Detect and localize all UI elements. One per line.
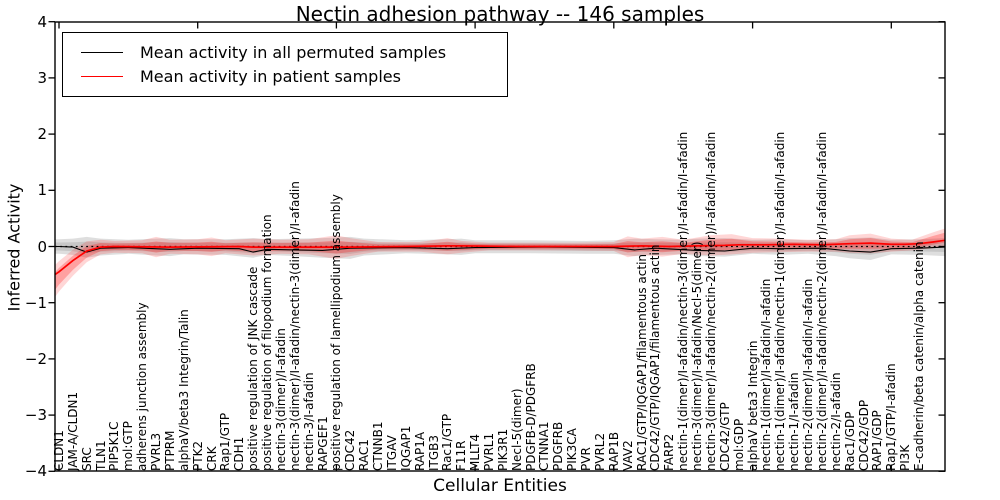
page-title: Nectin adhesion pathway -- 146 samples — [295, 2, 705, 26]
entity-label: VAV2 — [620, 439, 635, 471]
entity-label: PIK3R1 — [495, 428, 510, 471]
entity-label: ITGB3 — [426, 434, 441, 471]
patient-mean-line — [55, 239, 945, 276]
entity-label: RAP1/GDP — [870, 409, 885, 471]
entity-label: nectin-3/I-afadin — [301, 371, 316, 471]
y-tick-label: −3 — [24, 406, 47, 425]
y-tick-label: 1 — [37, 181, 47, 200]
entity-label: PVRL2 — [592, 432, 607, 471]
entity-label: nectin-1(dimer)/I-afadin/nectin-1(dimer)… — [773, 131, 788, 471]
entity-label: PVRL1 — [482, 432, 496, 471]
entity-label: ITGAV — [384, 434, 399, 471]
entity-label: nectin-3(dimer)/I-afadin — [273, 327, 288, 471]
entity-label: PTK2 — [190, 440, 205, 471]
mean-lines — [55, 239, 945, 276]
entity-label: Necl-5(dimer) — [509, 387, 524, 471]
entity-label: TLN1 — [93, 439, 108, 471]
entity-label: adherens junction assembly — [135, 301, 150, 471]
entity-label: CRK — [204, 445, 219, 471]
entity-label: PDGFRB — [551, 421, 566, 471]
entity-label: nectin-3(dimer)/I-afadin/nectin-3(dimer)… — [287, 180, 302, 471]
legend-label: Mean activity in patient samples — [140, 67, 401, 86]
legend-item-permuted: Mean activity in all permuted samples — [81, 43, 507, 62]
entity-label: PI3K — [898, 444, 913, 471]
y-tick-label: −4 — [24, 462, 47, 481]
entity-label: RAP1B — [606, 431, 621, 471]
entity-label: PTPRM — [162, 430, 177, 471]
permuted-std-band — [55, 236, 945, 260]
axes — [48, 21, 946, 472]
entity-label: Rap1/GTP/I-afadin — [884, 362, 899, 471]
entity-label: PVR — [579, 446, 594, 471]
permuted-mean-line — [55, 245, 945, 253]
entity-label: mol:GDP — [731, 418, 746, 471]
y-tick-label: −2 — [24, 349, 47, 368]
entity-label: mol:GTP — [121, 420, 136, 471]
entity-label: F11R — [454, 439, 469, 471]
entity-label: nectin-2(dimer)/I-afadin/nectin-2(dimer)… — [814, 131, 829, 471]
entity-label: PIP5K1C — [107, 420, 122, 471]
entity-label: nectin-1(dimer)/I-afadin/I-afadin — [759, 278, 774, 471]
entity-label: RAC1/GTP/IQGAP1/filamentous actin — [634, 253, 649, 471]
entity-label: RAC1 — [357, 438, 372, 471]
entity-label: PIK3CA — [565, 427, 580, 471]
y-tick-label: −1 — [24, 293, 47, 312]
entity-label: RAP1A — [412, 431, 427, 471]
entity-label: CDC42/GTP/IQGAP1/filamentous actin — [648, 244, 663, 471]
entity-label: CLDN1 — [52, 429, 66, 471]
entity-label: RAPGEF1 — [315, 415, 330, 471]
entity-label: positive regulation of filopodium format… — [260, 213, 275, 471]
entity-label: alphaV beta3 Integrin — [745, 339, 760, 471]
entity-label: FARP2 — [662, 433, 677, 471]
y-tick-label: 0 — [37, 237, 47, 256]
entity-label: nectin-2/I-afadin — [828, 371, 843, 471]
legend: Mean activity in all permuted samples Me… — [62, 32, 508, 97]
entity-label: positive regulation of lamellipodium ass… — [329, 193, 344, 471]
legend-line-permuted-icon — [81, 52, 123, 53]
entity-label: PDGFB-D/PDGFRB — [523, 362, 538, 471]
entity-label: nectin-3(dimer)/I-afadin/Necl-5(dimer) — [690, 240, 705, 471]
entity-label: CTNNA1 — [537, 420, 552, 471]
entity-label: alphaV/beta3 Integrin/Talin — [176, 308, 191, 471]
entity-label: MLLT4 — [468, 433, 483, 471]
y-tick-label: 2 — [37, 125, 47, 144]
entity-label: E-cadherin/beta catenin/alpha catenin — [912, 240, 926, 471]
entity-label: CDC42 — [343, 429, 358, 471]
y-tick-label: 3 — [37, 68, 47, 87]
y-tick-label: 4 — [37, 12, 47, 31]
entity-label: nectin-3(dimer)/I-afadin/nectin-2(dimer)… — [703, 131, 718, 471]
entity-label: nectin-2(dimer)/I-afadin/I-afadin — [801, 278, 816, 471]
entity-label: CTNNB1 — [371, 420, 386, 471]
entity-label: SRC — [79, 446, 94, 471]
entity-label: Rac1/GDP — [842, 411, 857, 471]
entity-label: positive regulation of JNK cascade — [246, 266, 261, 471]
entity-label: IQGAP1 — [398, 425, 413, 471]
legend-item-patient: Mean activity in patient samples — [81, 67, 507, 86]
entity-label: Rap1/GTP — [218, 412, 233, 471]
entity-label: Rac1/GTP — [440, 413, 455, 471]
entity-label: CDC42/GDP — [856, 399, 871, 471]
legend-label: Mean activity in all permuted samples — [140, 43, 447, 62]
entity-label: nectin-1(dimer)/I-afadin/nectin-3(dimer)… — [676, 131, 691, 471]
entity-label: CDC42/GTP — [717, 401, 732, 471]
entity-label: JAM-A/CLDN1 — [65, 391, 80, 471]
entity-label: CDH1 — [232, 436, 247, 471]
legend-line-patient-icon — [81, 76, 123, 77]
x-axis-label: Cellular Entities — [433, 476, 567, 496]
entity-label: PVRL3 — [149, 432, 164, 471]
entity-label: nectin-1/I-afadin — [787, 371, 802, 471]
